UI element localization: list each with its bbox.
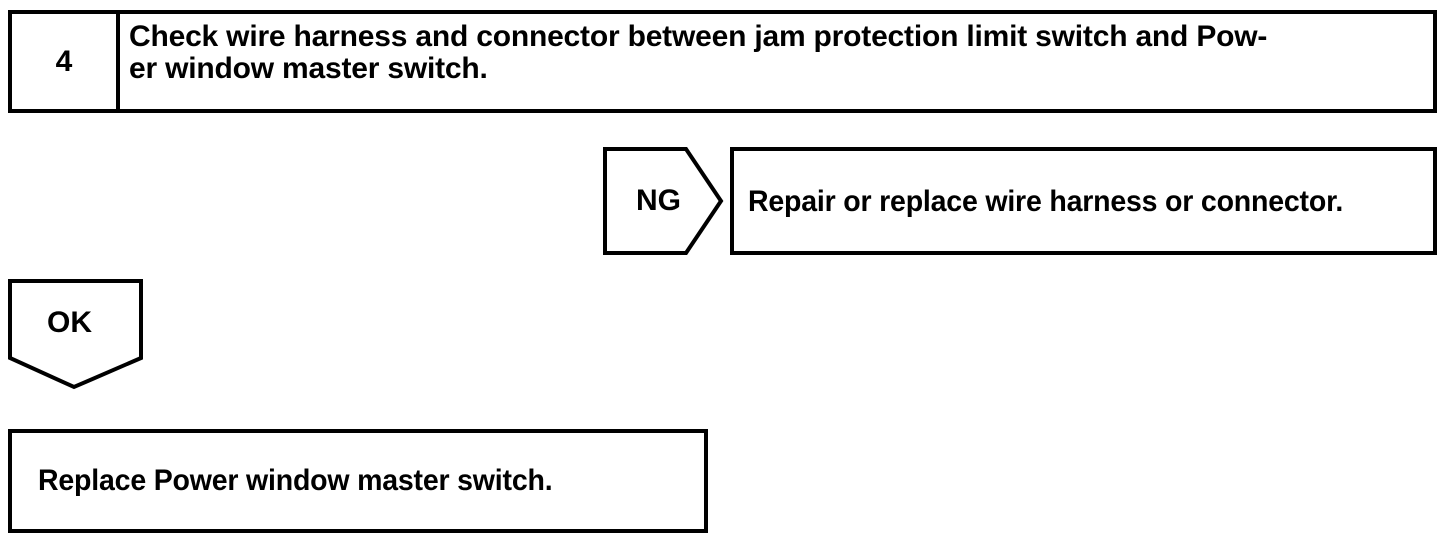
step-instruction-text: Check wire harness and connector between… [129, 20, 1268, 85]
ng-branch-label: NG [636, 184, 681, 217]
ok-branch-label: OK [47, 306, 92, 339]
step-table-row: 4 Check wire harness and connector betwe… [8, 10, 1437, 113]
ok-branch-arrow [8, 279, 143, 390]
ok-result-box: Replace Power window master switch. [8, 429, 708, 533]
step-instruction-cell: Check wire harness and connector between… [120, 14, 1433, 109]
ng-branch-arrow [603, 147, 724, 255]
ng-result-text: Repair or replace wire harness or connec… [748, 185, 1344, 218]
ng-result-box: Repair or replace wire harness or connec… [730, 147, 1437, 255]
ok-result-text: Replace Power window master switch. [38, 464, 553, 497]
ng-arrow-shape [603, 147, 724, 255]
step-number: 4 [55, 44, 73, 78]
step-number-cell: 4 [12, 14, 120, 109]
ok-arrow-shape [8, 279, 143, 390]
